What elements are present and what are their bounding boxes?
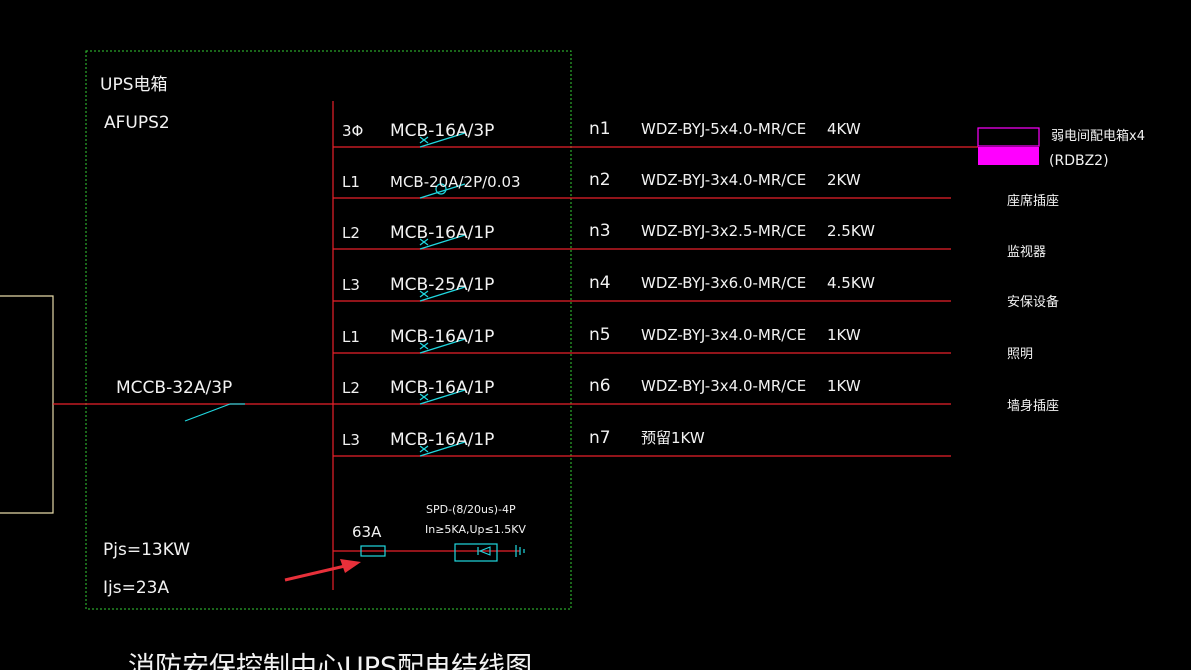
breaker-symbol	[419, 183, 466, 199]
breaker-label: MCB-16A/1P	[390, 378, 494, 398]
circuit-id: n5	[589, 325, 611, 345]
circuit-id: n6	[589, 376, 611, 396]
power-label: 1KW	[827, 326, 861, 344]
breaker-label: MCB-20A/2P/0.03	[390, 173, 521, 191]
breaker-symbol	[419, 441, 466, 457]
breaker-label: MCB-25A/1P	[390, 275, 494, 295]
breaker-label: MCB-16A/1P	[390, 327, 494, 347]
cable-label: 预留1KW	[641, 429, 705, 447]
phase-label: L1	[342, 328, 360, 346]
phase-label: L1	[342, 173, 360, 191]
circuit-id: n3	[589, 221, 611, 241]
panel-title: UPS电箱	[100, 75, 168, 95]
upstream-box	[0, 295, 54, 514]
load-label: 安保设备	[1007, 294, 1059, 310]
spd-symbol	[454, 543, 498, 562]
phase-label: L3	[342, 276, 360, 294]
spd-label-2: In≥5KA,Up≤1.5KV	[425, 523, 526, 536]
main-breaker-symbol	[184, 403, 245, 422]
fuse-label: 63A	[352, 523, 382, 541]
circuit-id: n2	[589, 170, 611, 190]
circuit-id: n7	[589, 428, 611, 448]
diagram-caption: 消防安保控制中心UPS配电结线图	[128, 652, 532, 670]
breaker-label: MCB-16A/1P	[390, 430, 494, 450]
load-label: 座席插座	[1007, 193, 1059, 209]
breaker-symbol	[419, 234, 466, 250]
breaker-symbol	[419, 286, 466, 302]
spd-label-1: SPD-(8/20us)-4P	[426, 503, 516, 516]
sub-box-code: (RDBZ2)	[1049, 153, 1109, 169]
panel-frame	[85, 50, 572, 610]
pjs-label: Pjs=13KW	[103, 540, 190, 560]
cable-label: WDZ-BYJ-3x6.0-MR/CE	[641, 274, 806, 292]
load-label: 监视器	[1007, 245, 1046, 260]
panel-code: AFUPS2	[104, 113, 170, 133]
power-label: 2KW	[827, 171, 861, 189]
phase-label: L2	[342, 224, 360, 242]
cable-label: WDZ-BYJ-5x4.0-MR/CE	[641, 120, 806, 138]
ground-icon	[515, 545, 525, 557]
cable-label: WDZ-BYJ-3x4.0-MR/CE	[641, 326, 806, 344]
sub-box-label: 弱电间配电箱x4	[1051, 128, 1145, 144]
load-label: 照明	[1007, 347, 1033, 362]
power-label: 4.5KW	[827, 274, 875, 292]
breaker-symbol	[419, 389, 466, 405]
breaker-label: MCB-16A/3P	[390, 121, 494, 141]
circuit-id: n4	[589, 273, 611, 293]
phase-label: 3Φ	[342, 122, 363, 140]
arrow-annotation-icon	[284, 559, 361, 582]
main-breaker-label: MCCB-32A/3P	[116, 378, 232, 398]
breaker-label: MCB-16A/1P	[390, 223, 494, 243]
sub-distribution-box	[977, 127, 1040, 165]
ijs-label: Ijs=23A	[103, 578, 169, 598]
cable-label: WDZ-BYJ-3x2.5-MR/CE	[641, 222, 806, 240]
circuit-id: n1	[589, 119, 611, 139]
cable-label: WDZ-BYJ-3x4.0-MR/CE	[641, 377, 806, 395]
breaker-symbol	[419, 338, 466, 354]
fuse-symbol	[360, 545, 386, 557]
load-label: 墙身插座	[1007, 398, 1059, 414]
power-label: 2.5KW	[827, 222, 875, 240]
phase-label: L3	[342, 431, 360, 449]
phase-label: L2	[342, 379, 360, 397]
cable-label: WDZ-BYJ-3x4.0-MR/CE	[641, 171, 806, 189]
breaker-symbol	[419, 132, 466, 148]
power-label: 4KW	[827, 120, 861, 138]
power-label: 1KW	[827, 377, 861, 395]
